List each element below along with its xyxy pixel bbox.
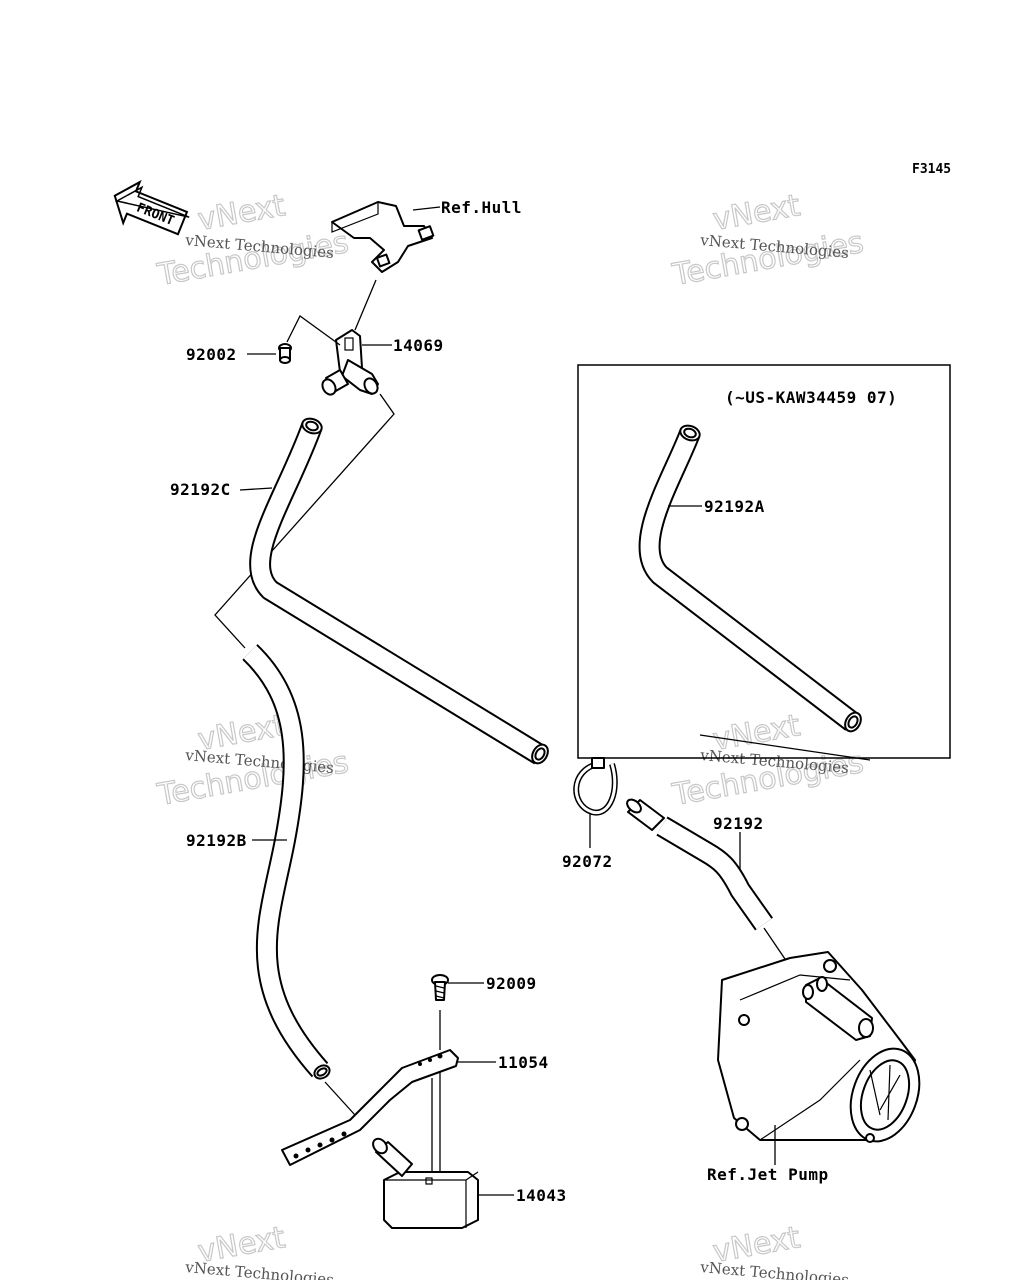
label-92002: 92002: [186, 345, 237, 364]
label-92009: 92009: [486, 974, 537, 993]
label-14069: 14069: [393, 336, 444, 355]
watermark-mid-left: vNext Technologies vNext Technologies: [154, 708, 352, 814]
label-14043: 14043: [516, 1186, 567, 1205]
watermark-vnext: vNext: [710, 188, 803, 238]
variant-box: (~US-KAW34459 07) 92192A: [577, 364, 951, 761]
watermark-top-right: vNext Technologies vNext Technologies: [669, 188, 867, 294]
screw-92009: 92009: [431, 974, 537, 1050]
front-arrow-icon: FRONT: [113, 179, 190, 236]
bolt-92002: 92002: [186, 315, 341, 364]
label-92072: 92072: [562, 852, 613, 871]
label-ref-jet-pump: Ref.Jet Pump: [707, 1165, 829, 1184]
label-ref-hull: Ref.Hull: [441, 198, 522, 217]
hose-92192: 92192: [626, 798, 807, 991]
watermark-vnext: vNext: [195, 188, 288, 238]
watermark-bottom-right: vNext vNext Technologies: [699, 1220, 850, 1280]
label-range-note: (~US-KAW34459 07): [725, 388, 897, 407]
jet-pump: Ref.Jet Pump: [707, 951, 921, 1184]
watermark-small: vNext Technologies: [184, 1258, 335, 1280]
bracket-11054: 11054: [281, 1049, 549, 1176]
hose-92192b: 92192B: [186, 644, 356, 1116]
fitting-14069: 14069: [321, 329, 444, 396]
label-11054: 11054: [498, 1053, 549, 1072]
strainer-14043: 14043: [372, 1137, 567, 1229]
watermark-small: vNext Technologies: [699, 1258, 850, 1280]
watermark-bottom-left: vNext vNext Technologies: [184, 1220, 335, 1280]
clamp-92072: 92072: [562, 757, 618, 871]
hull-bracket: Ref.Hull: [331, 198, 522, 273]
label-92192a: 92192A: [704, 497, 765, 516]
label-92192: 92192: [713, 814, 764, 833]
label-92192c: 92192C: [170, 480, 231, 499]
label-92192b: 92192B: [186, 831, 247, 850]
watermark-top-left: vNext Technologies vNext Technologies: [154, 188, 352, 294]
figure-code: F3145: [912, 162, 951, 177]
hose-92192c: 92192C: [170, 417, 549, 765]
